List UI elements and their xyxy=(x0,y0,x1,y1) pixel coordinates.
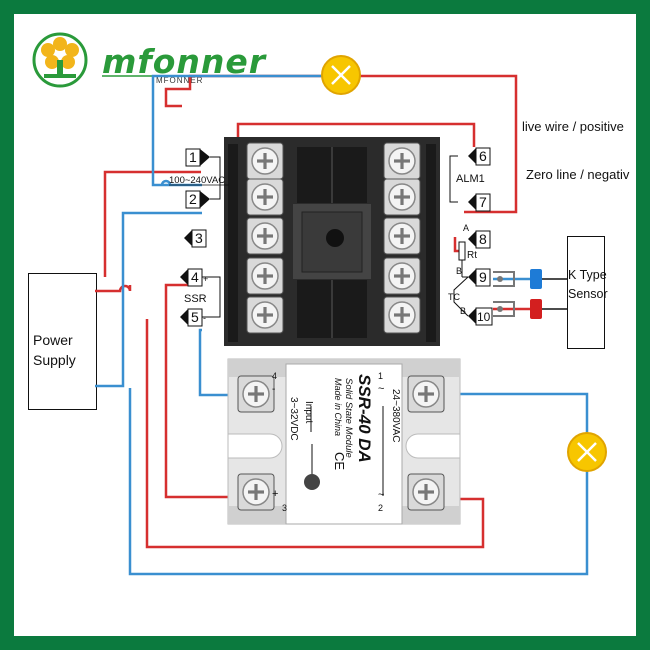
legend-zero-line: Zero line / negativ xyxy=(526,167,630,182)
ssr-terminal-4 xyxy=(237,375,275,413)
pin-label-8: 8 xyxy=(479,231,487,247)
brand-subname: MFONNER xyxy=(156,76,204,85)
zero-wires xyxy=(95,74,589,576)
pin-label-1: 1 xyxy=(189,149,197,165)
load-lamp-icon xyxy=(567,432,607,472)
rtd-label: Rt xyxy=(467,250,477,261)
ssr-subtitle: Solid State Module xyxy=(343,378,354,458)
pin-label-4: 4 xyxy=(191,269,199,285)
sensor-connectors xyxy=(493,269,567,319)
ssr-plus-label: + xyxy=(203,274,208,284)
controller-terminal-8 xyxy=(383,217,421,255)
controller-terminal-6 xyxy=(383,142,421,180)
controller-terminal-3 xyxy=(246,217,284,255)
pin-label-5: 5 xyxy=(191,309,199,325)
ssr-output-range: 24~380VAC xyxy=(390,389,401,442)
tc-b-label: B xyxy=(460,306,466,316)
ssr-minus-label: - xyxy=(272,384,275,395)
controller-terminal-7 xyxy=(383,178,421,216)
alarm-label: ALM1 xyxy=(456,173,485,185)
legend-live-wire: live wire / positive xyxy=(522,119,624,134)
ssr-tilde1: ~ xyxy=(378,383,384,395)
ssr-ce-mark: CE xyxy=(332,452,347,470)
power-supply-box xyxy=(28,273,97,410)
solid-state-relay: SSR-40 DA Solid State Module Made in Chi… xyxy=(227,358,461,525)
ssr-model: SSR-40 DA xyxy=(355,374,374,463)
wiring-diagram: 1 2 3 4 5 100~240VAC + SSR - 6 xyxy=(32,32,607,576)
brand-logo-icon xyxy=(32,32,88,88)
controller-terminal-10 xyxy=(383,296,421,334)
ssr-terminal-3 xyxy=(237,473,275,511)
k-type-sensor-label: K Type Sensor xyxy=(568,268,608,301)
ssr-terminal-2 xyxy=(407,473,445,511)
ssr-input-label: Input xyxy=(303,401,314,423)
right-pin-markers: 6 7 8 9 10 ALM1 A Rt B TC B xyxy=(448,147,493,326)
controller-terminal-5 xyxy=(246,296,284,334)
pin-label-10: 10 xyxy=(477,310,491,324)
ssr-tilde2: ~ xyxy=(378,489,384,501)
diagram-frame: mfonner MFONNER live wire / positive Zer… xyxy=(14,14,636,636)
ssr-input-range: 3~32VDC xyxy=(288,397,299,441)
ssr-made: Made in China xyxy=(333,378,343,436)
pin-label-3: 3 xyxy=(195,230,203,246)
pin-label-7: 7 xyxy=(479,194,487,210)
ssr-pin1-label: 1 xyxy=(378,371,383,381)
ssr-minus-label: - xyxy=(203,313,206,323)
voltage-label: 100~240VAC xyxy=(169,175,225,186)
ssr-terminal-1 xyxy=(407,375,445,413)
ssr-pin4-label: 4 xyxy=(272,371,277,381)
live-wires xyxy=(95,74,521,549)
ssr-pin2-label: 2 xyxy=(378,503,383,513)
controller-terminal-1 xyxy=(246,142,284,180)
rtd-b-label: B xyxy=(456,266,462,276)
ssr-pin-label: SSR xyxy=(184,293,207,305)
brand-name: mfonner xyxy=(102,42,267,81)
left-pin-markers: 1 2 3 4 5 100~240VAC + SSR - xyxy=(169,148,229,327)
controller-terminal-9 xyxy=(383,257,421,295)
pin-label-9: 9 xyxy=(479,269,487,285)
thermocouple-label: TC xyxy=(448,292,460,302)
rtd-a-label: A xyxy=(463,223,469,233)
k-type-sensor-box xyxy=(567,236,605,349)
ssr-plus-label: + xyxy=(272,488,278,500)
controller-terminal-4 xyxy=(246,257,284,295)
ssr-pin3-label: 3 xyxy=(282,503,287,513)
pin-label-2: 2 xyxy=(189,191,197,207)
top-lamp-icon xyxy=(321,55,361,95)
controller-terminal-2 xyxy=(246,178,284,216)
power-supply-label: Power Supply xyxy=(33,332,76,368)
pin-label-6: 6 xyxy=(479,148,487,164)
